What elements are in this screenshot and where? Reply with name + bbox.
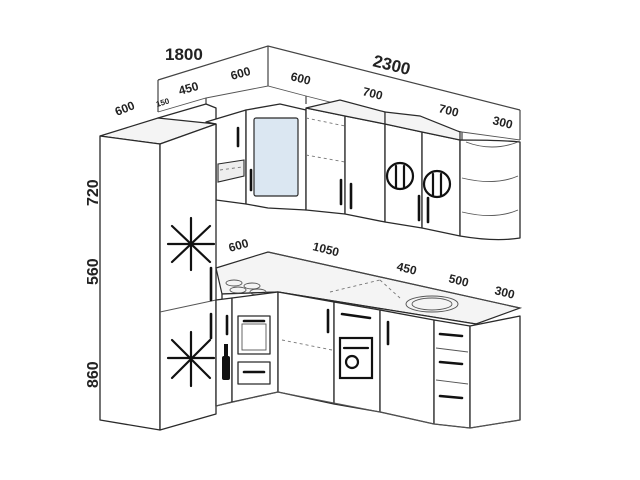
dim-150: 150 <box>155 96 171 108</box>
top-dimension-lines <box>157 45 521 141</box>
dim-450-counter: 450 <box>395 259 418 278</box>
glass-door <box>253 117 299 197</box>
base-cabinets <box>215 291 521 429</box>
dim-560: 560 <box>85 258 102 285</box>
fork-spoon-plate-icon <box>422 169 452 199</box>
wine-bottle-glass-icon <box>222 344 230 380</box>
snowflake-icon <box>166 330 216 388</box>
dim-700-b: 700 <box>437 101 460 120</box>
dim-860: 860 <box>85 361 102 388</box>
dim-720: 720 <box>85 179 102 206</box>
dim-300-top: 300 <box>491 113 514 132</box>
dim-600-right: 600 <box>289 69 312 88</box>
sink-icon <box>405 295 459 313</box>
oven-icon <box>237 315 271 355</box>
dim-600-fridge: 600 <box>113 98 137 119</box>
dim-300-counter: 300 <box>493 283 516 302</box>
dim-2300: 2300 <box>371 51 412 79</box>
fork-spoon-plate-icon <box>385 161 415 191</box>
dim-1800: 1800 <box>165 45 203 64</box>
dim-600-counter: 600 <box>227 236 250 255</box>
dim-500-counter: 500 <box>447 271 470 290</box>
dim-600-top-left: 600 <box>229 64 252 83</box>
cooker-hood <box>217 159 245 183</box>
dim-1050: 1050 <box>311 239 341 259</box>
open-shelf <box>459 139 521 241</box>
dim-450-top: 450 <box>177 79 200 98</box>
dishwasher-icon <box>338 336 374 380</box>
snowflake-icon <box>166 216 216 272</box>
fridge-column <box>99 117 217 431</box>
dim-700-a: 700 <box>361 84 384 103</box>
